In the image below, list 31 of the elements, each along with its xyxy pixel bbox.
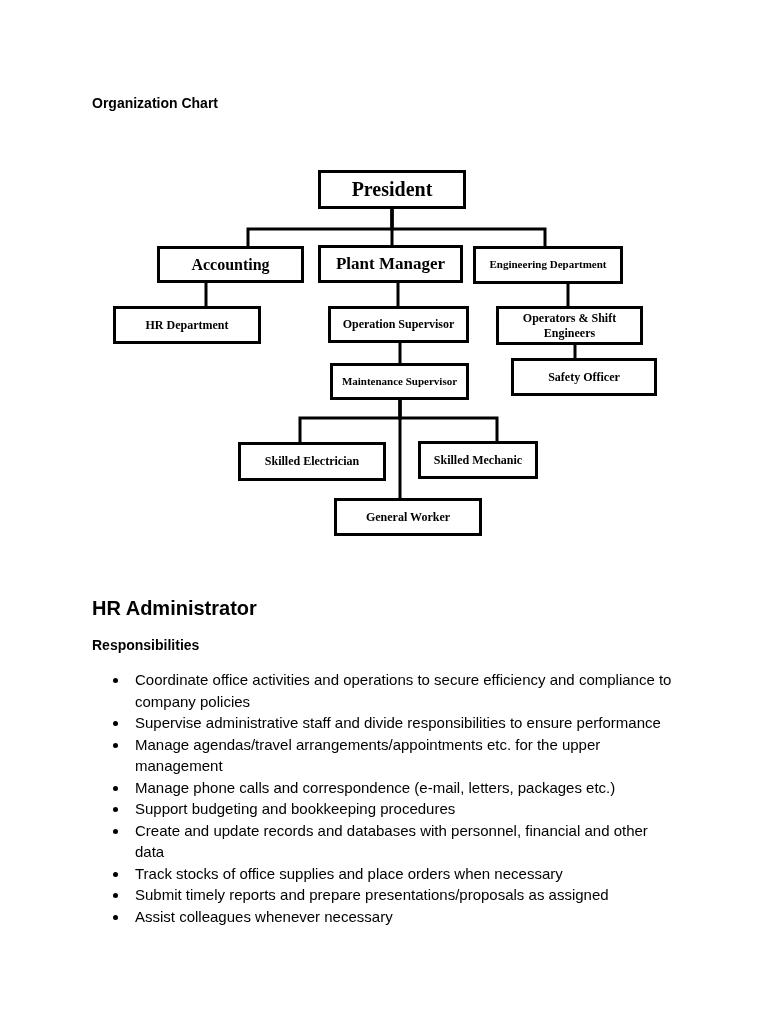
org-box: Maintenance Supervisor <box>330 363 469 400</box>
org-box: Operation Supervisor <box>328 306 469 343</box>
connector-line <box>390 209 547 246</box>
org-box: Safety Officer <box>511 358 657 396</box>
org-box: HR Department <box>113 306 261 344</box>
bullet-text: Create and update records and databases with personnel, financial and other data <box>135 820 649 862</box>
bullet-text: Manage agendas/travel arrangements/appointments etc. for the upper management <box>135 734 602 776</box>
subheading: Responsibilities <box>92 636 200 655</box>
connector-line <box>573 345 577 358</box>
bullet-text: Supervise administrative staff and divide responsibilities to ensure performance <box>135 713 662 733</box>
org-box: President <box>318 170 466 209</box>
bullet-text: Manage phone calls and correspondence (e-mail, letters, packages etc.) <box>135 777 617 798</box>
connector-line <box>204 283 208 306</box>
org-box: Accounting <box>157 246 304 283</box>
org-box: Skilled Mechanic <box>418 441 538 479</box>
page-title: Organization Chart <box>92 94 218 113</box>
org-box: Plant Manager <box>318 245 463 283</box>
bullet-text: Coordinate office activities and operations to secure efficiency and compliance to company policies <box>135 670 673 712</box>
bullet-text: Support budgeting and bookkeeping procedures <box>135 799 457 819</box>
org-box: Skilled Electrician <box>238 442 386 481</box>
bullet-text: Submit timely reports and prepare presentations/proposals as assigned <box>135 885 610 905</box>
connector-line <box>566 284 570 306</box>
org-box: Engineering Department <box>473 246 623 284</box>
connector-line <box>398 400 402 498</box>
org-box: General Worker <box>334 498 482 536</box>
org-box: Operators & Shift Engineers <box>496 306 643 345</box>
bullet-text: Assist colleagues whenever necessary <box>135 906 394 927</box>
connector-line <box>398 343 402 363</box>
bullet-text: Track stocks of office supplies and place orders when necessary <box>135 863 564 884</box>
section-heading: HR Administrator <box>92 596 257 621</box>
connector-line <box>396 283 400 306</box>
